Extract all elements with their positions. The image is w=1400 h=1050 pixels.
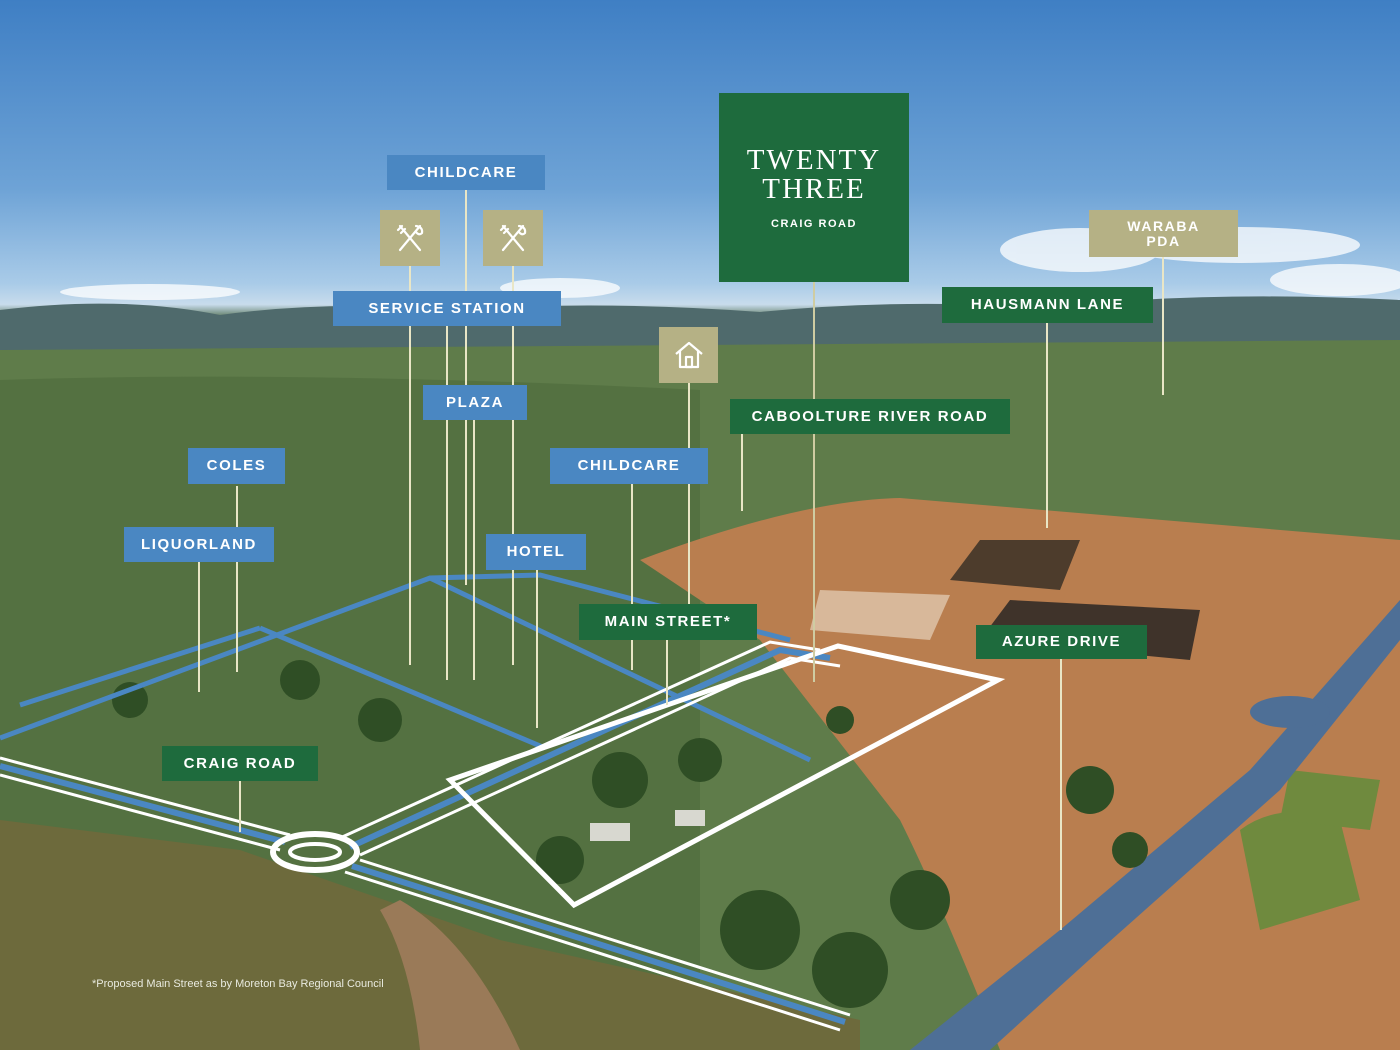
footnote: *Proposed Main Street as by Moreton Bay … <box>92 978 384 990</box>
brand-line-1: TWENTY <box>746 143 882 176</box>
stem-dining-2 <box>512 265 514 665</box>
pond <box>810 590 950 640</box>
stem-brand <box>813 257 815 682</box>
stem-home <box>688 383 690 608</box>
home-tile <box>659 327 718 383</box>
brand-line-2: THREE <box>762 172 866 205</box>
stem-main-street <box>666 640 668 705</box>
stem-waraba <box>1162 257 1164 395</box>
stem-service-station <box>446 325 448 680</box>
roundabout-west <box>270 831 360 873</box>
stem-azure <box>1060 658 1062 930</box>
dining-tile-1 <box>380 210 440 266</box>
label-hausmann-lane: HAUSMANN LANE <box>942 287 1153 323</box>
brand-line-3: CRAIG ROAD <box>771 217 857 230</box>
green-patch <box>1280 770 1380 830</box>
road-lines <box>0 640 851 1032</box>
label-caboolture-river-road: CABOOLTURE RIVER ROAD <box>730 399 1010 434</box>
label-waraba-pda: WARABA PDA <box>1089 210 1238 257</box>
label-hotel: HOTEL <box>486 534 586 570</box>
stem-craig-road <box>239 780 241 832</box>
utensils-icon <box>396 224 424 252</box>
label-childcare-mid: CHILDCARE <box>550 448 708 484</box>
utensils-icon <box>499 224 527 252</box>
roundabout-east <box>1250 696 1330 728</box>
label-plaza: PLAZA <box>423 385 527 420</box>
earthworks <box>640 498 1400 1050</box>
label-main-street: MAIN STREET* <box>579 604 757 640</box>
stem-liquorland <box>198 562 200 692</box>
dining-tile-2 <box>483 210 543 266</box>
stem-childcare-mid <box>631 484 633 670</box>
green-patch <box>1240 812 1360 930</box>
dirt-track <box>380 900 520 1050</box>
site-boundary <box>445 643 1006 909</box>
dark-plot <box>950 540 1080 590</box>
label-service-station: SERVICE STATION <box>333 291 561 326</box>
label-childcare-top: CHILDCARE <box>387 155 545 190</box>
stem-caboolture <box>741 433 743 511</box>
stem-plaza <box>473 420 475 680</box>
stem-hausmann <box>1046 323 1048 528</box>
stem-coles <box>236 486 238 672</box>
label-azure-drive: AZURE DRIVE <box>976 625 1147 659</box>
house-roof <box>590 823 630 841</box>
roundabout-west-inner <box>288 842 342 862</box>
label-craig-road: CRAIG ROAD <box>162 746 318 781</box>
stem-hotel <box>536 570 538 728</box>
stem-dining-1 <box>409 265 411 665</box>
label-coles: COLES <box>188 448 285 484</box>
brand-tile: TWENTY THREE CRAIG ROAD <box>719 93 909 282</box>
house-icon <box>674 341 703 369</box>
house-roof <box>675 810 705 826</box>
label-liquorland: LIQUORLAND <box>124 527 274 562</box>
